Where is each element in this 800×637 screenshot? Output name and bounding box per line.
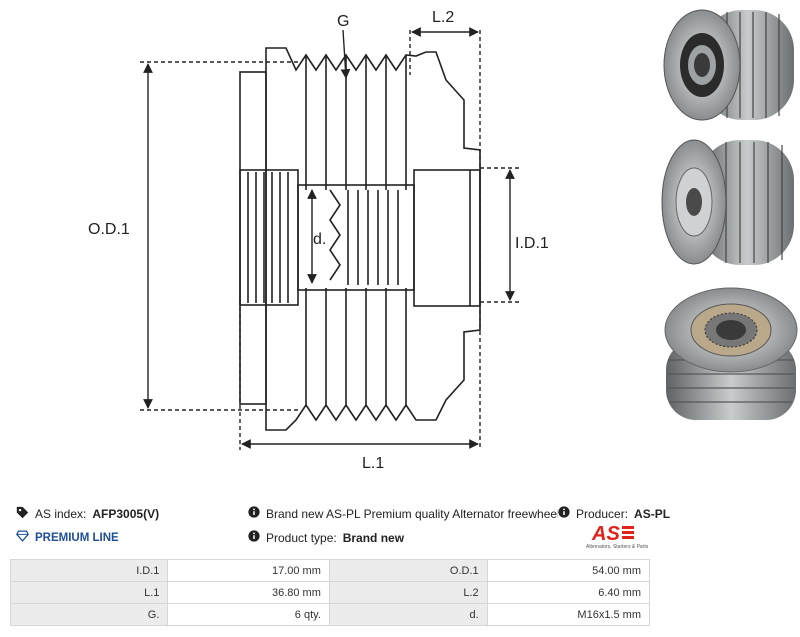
pulley-outline: [239, 47, 481, 431]
spec-label: L.1: [9, 581, 169, 604]
spec-value: 54.00 mm: [486, 559, 651, 582]
info-icon: [248, 530, 260, 545]
description: Brand new AS-PL Premium quality Alternat…: [248, 506, 594, 521]
spec-value: 36.80 mm: [167, 581, 330, 604]
label-d: d.: [313, 231, 326, 248]
spec-value: 6.40 mm: [486, 581, 651, 604]
table-row: G. 6 qty. d. M16x1.5 mm: [9, 603, 651, 626]
spec-value: 6 qty.: [167, 603, 330, 626]
specs-table: I.D.1 17.00 mm O.D.1 54.00 mm L.1 36.80 …: [9, 559, 651, 626]
product-info: AS index: AFP3005(V) PREMIUM LINE Brand …: [0, 500, 800, 560]
technical-drawing: G L.2 O.D.1 I.D.1 d. L.1: [88, 9, 549, 472]
product-type-value: Brand new: [342, 530, 405, 545]
info-icon: [558, 506, 570, 521]
producer: Producer: AS-PL: [558, 506, 671, 521]
spec-label: L.2: [328, 581, 488, 604]
pulley-photo-side: [661, 139, 794, 265]
product-type-label: Product type:: [266, 530, 337, 545]
tag-icon: [16, 506, 29, 522]
as-index-value: AFP3005(V): [92, 507, 160, 521]
premium-line-label: PREMIUM LINE: [35, 531, 119, 544]
label-id1: I.D.1: [515, 235, 549, 252]
label-l1: L.1: [362, 455, 384, 472]
producer-label: Producer:: [576, 506, 629, 521]
dimension-arrows: [143, 27, 515, 449]
info-icon: [248, 506, 260, 521]
spec-label: G.: [9, 603, 169, 626]
producer-value: AS-PL: [634, 506, 671, 521]
spec-label: O.D.1: [328, 559, 488, 582]
pulley-photo-spline: [664, 287, 798, 420]
spec-label: d.: [328, 603, 488, 626]
spec-value: 17.00 mm: [167, 559, 330, 582]
table-row: L.1 36.80 mm L.2 6.40 mm: [9, 581, 651, 604]
pulley-photo-front: [663, 9, 794, 121]
extension-lines: [140, 30, 520, 450]
diamond-icon: [16, 530, 29, 545]
as-logo: AS: [586, 520, 650, 550]
as-index-label: AS index:: [35, 507, 87, 521]
as-index: AS index: AFP3005(V): [16, 506, 159, 522]
label-l2: L.2: [432, 9, 454, 26]
spec-label: I.D.1: [9, 559, 169, 582]
table-row: I.D.1 17.00 mm O.D.1 54.00 mm: [9, 559, 651, 582]
spec-value: M16x1.5 mm: [486, 603, 651, 626]
description-text: Brand new AS-PL Premium quality Alternat…: [266, 506, 595, 521]
logo-subtitle: Alternators, Starters & Parts: [586, 544, 649, 550]
product-type: Product type: Brand new: [248, 530, 404, 545]
logo-text: AS: [591, 523, 620, 545]
label-g: G: [337, 13, 349, 30]
premium-line: PREMIUM LINE: [16, 530, 119, 545]
product-photos: [661, 9, 798, 420]
label-od1: O.D.1: [88, 221, 130, 238]
